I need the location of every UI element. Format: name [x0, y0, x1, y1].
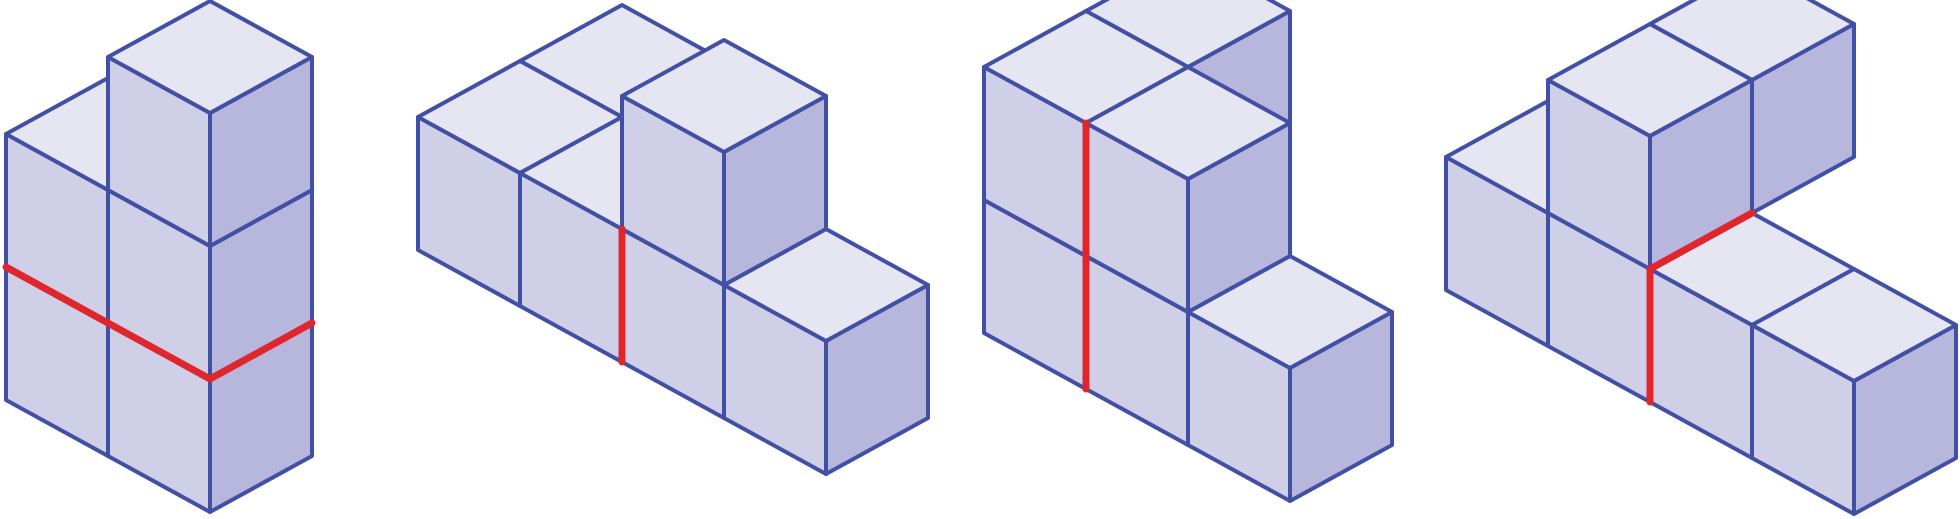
cube-top-face	[1750, 267, 1958, 383]
cube-top-face	[106, 0, 314, 115]
figure-4	[1444, 0, 1958, 516]
cube	[620, 38, 828, 287]
cube-top-face	[620, 38, 828, 154]
figure-2	[416, 3, 930, 476]
highlight-edge	[1646, 209, 1756, 273]
cube-top-face	[1084, 65, 1292, 181]
figure-3	[982, 0, 1394, 503]
highlight-edge	[2, 263, 214, 383]
cube	[1084, 65, 1292, 314]
cube	[1750, 267, 1958, 516]
cube-top-face	[1546, 22, 1754, 138]
cube	[106, 0, 314, 248]
cube	[1546, 22, 1754, 271]
highlight-edge	[206, 319, 316, 383]
figure-1	[2, 0, 316, 514]
